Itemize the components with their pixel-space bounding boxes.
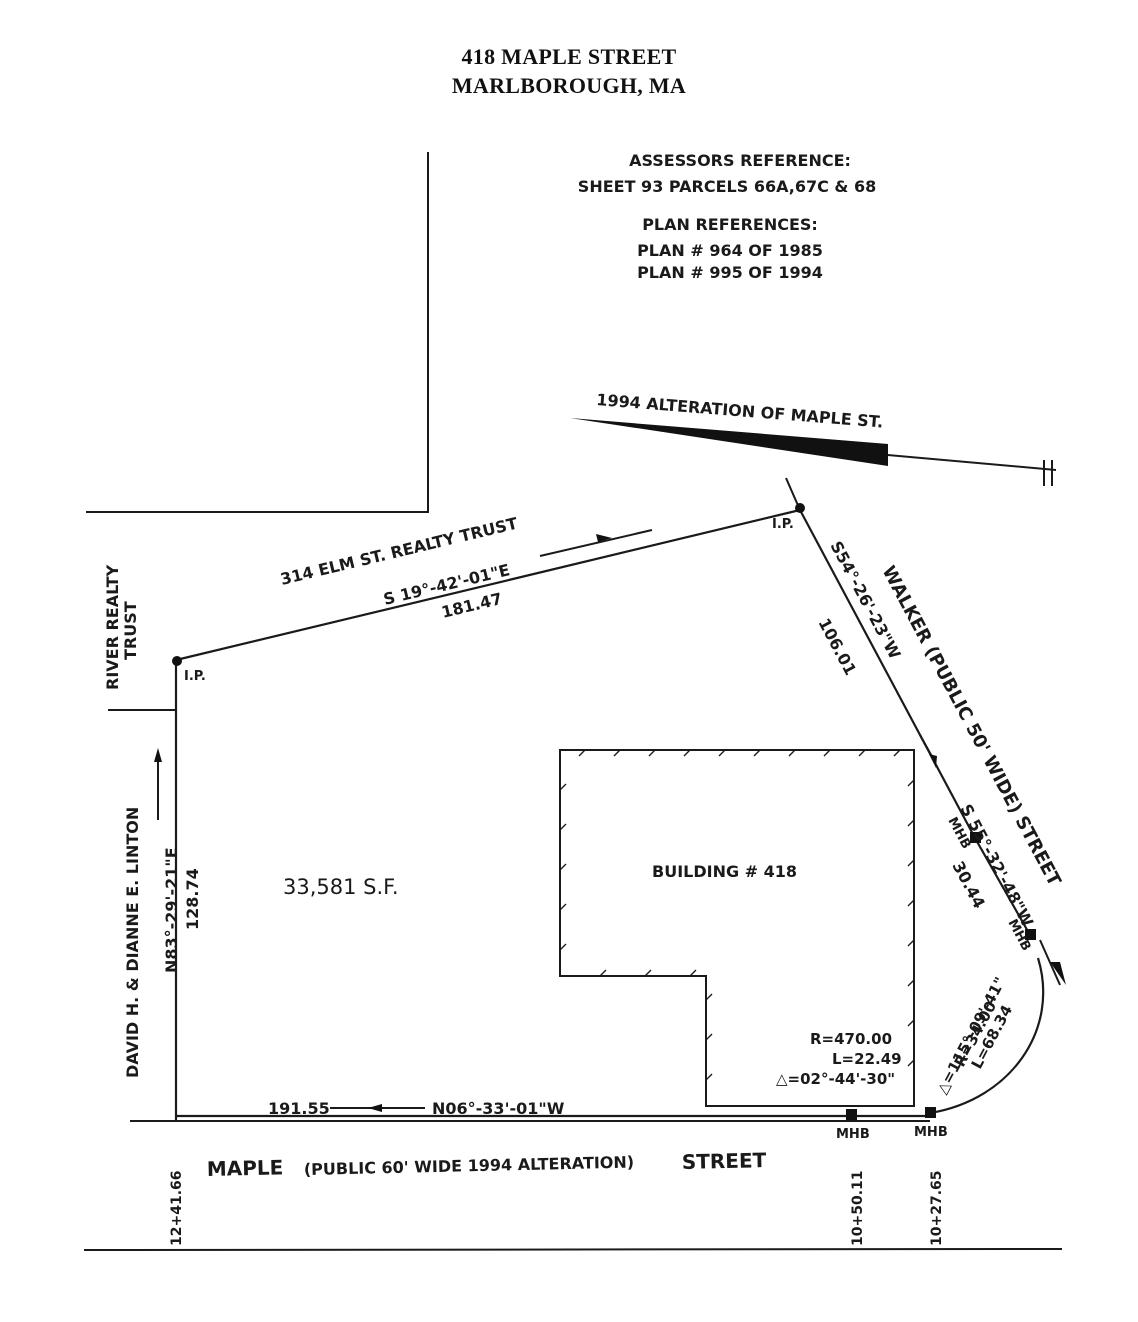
ip-label-ne: I.P. [772, 517, 794, 532]
alteration-line [887, 454, 1057, 471]
south-bearing-label: N06°-33'-01"W [432, 1099, 565, 1118]
mhb-label-2: MHB [914, 1125, 948, 1140]
assessors-title: ASSESSORS REFERENCE: [629, 151, 851, 170]
station-label-2: 10+50.11 [850, 1171, 866, 1247]
east-distance-label: 106.01 [814, 615, 860, 678]
east-arrowhead [929, 754, 937, 768]
west-arrowhead [154, 748, 162, 762]
mhb-marker-3 [970, 832, 981, 843]
mhb-marker-1 [846, 1109, 857, 1120]
south-arrowhead [368, 1104, 382, 1112]
plan-reference-1: PLAN # 964 OF 1985 [637, 241, 823, 260]
west-abutter-label-2: TRUST [121, 601, 140, 660]
corner-curve [929, 957, 1045, 1115]
lot-area-label: 33,581 S.F. [283, 875, 399, 899]
south-distance-label: 191.55 [268, 1099, 330, 1118]
maple-street-suffix: STREET [682, 1148, 767, 1174]
walker-street-edge [1039, 939, 1061, 986]
west-abutter-label-1: RIVER REALTY [103, 564, 122, 690]
west-distance-label: 128.74 [183, 868, 202, 930]
maple-street-far-edge [83, 1248, 1063, 1251]
mhb-marker-2 [925, 1107, 936, 1118]
plan-references-title: PLAN REFERENCES: [642, 215, 818, 234]
alteration-break-mark [1043, 460, 1053, 486]
curve1-radius-label: R=470.00 [810, 1030, 892, 1048]
plan-title: 418 MAPLE STREET MARLBOROUGH, MA [0, 42, 1138, 100]
mhb-label-1: MHB [836, 1127, 870, 1142]
assessors-value: SHEET 93 PARCELS 66A,67C & 68 [578, 177, 876, 196]
station-label-3: 10+27.65 [929, 1171, 945, 1247]
maple-street-label: MAPLE [207, 1155, 284, 1181]
curve-arrowhead [1050, 962, 1066, 985]
abutter-boundary-line [86, 152, 429, 513]
building-outline [559, 749, 915, 1107]
station-label-1: 12+41.66 [169, 1171, 185, 1247]
maple-street-detail: (PUBLIC 60' WIDE 1994 ALTERATION) [304, 1153, 635, 1179]
plan-reference-2: PLAN # 995 OF 1994 [637, 263, 823, 282]
iron-pin-ne [795, 503, 805, 513]
east-distance2-label: 30.44 [948, 858, 989, 912]
north-arrowhead [596, 534, 612, 542]
ip-label-nw: I.P. [184, 669, 206, 684]
mhb-marker-4 [1025, 929, 1036, 940]
west-abutter-label-3: DAVID H. & DIANNE E. LINTON [123, 807, 142, 1078]
north-arrow-line [539, 529, 653, 557]
alteration-wedge [570, 418, 888, 466]
building-hatch [559, 749, 915, 1081]
curve1-delta-label: △=02°-44'-30" [776, 1070, 895, 1088]
west-bearing-label: N83°-29'-21"E [162, 847, 181, 973]
curve1-length-label: L=22.49 [832, 1050, 902, 1068]
building-label: BUILDING # 418 [652, 862, 797, 881]
title-town: MARLBOROUGH, MA [451, 73, 687, 98]
iron-pin-nw [172, 656, 182, 666]
north-lot-line [175, 508, 801, 662]
title-address: 418 MAPLE STREET [461, 44, 677, 69]
